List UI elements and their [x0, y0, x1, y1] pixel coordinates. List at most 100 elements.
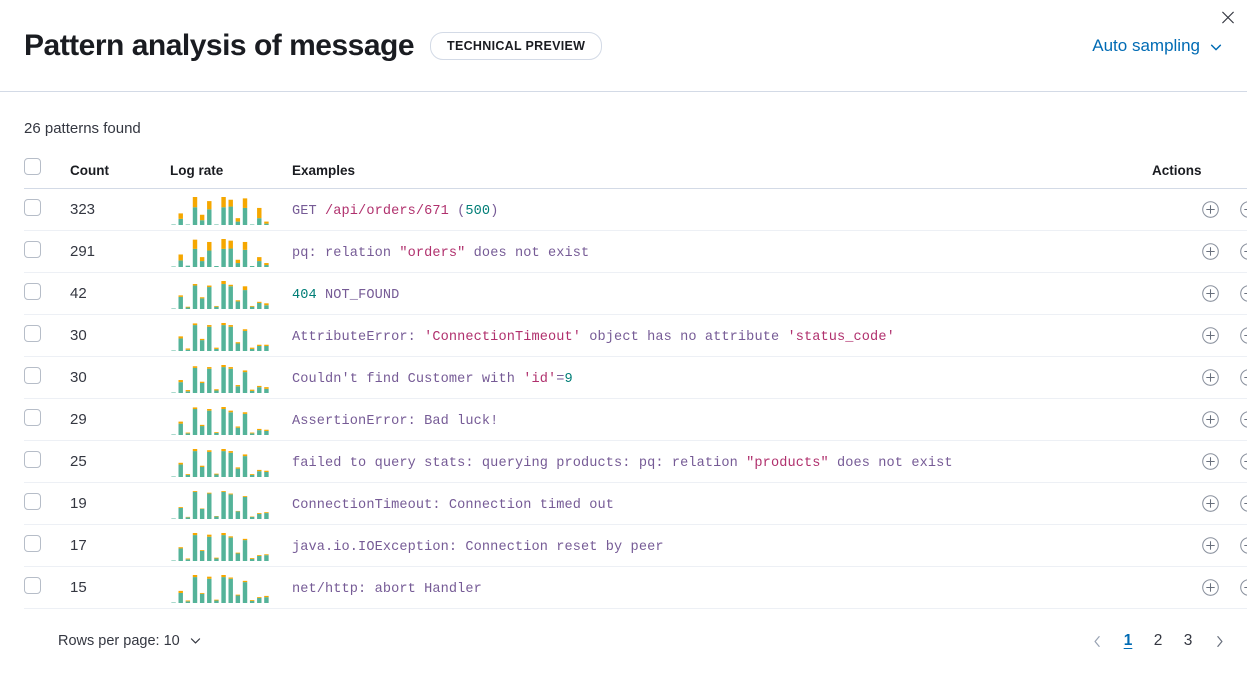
row-log-rate-sparkline [170, 314, 292, 357]
token-plain: does not exist [465, 245, 590, 261]
row-select-cell [24, 230, 70, 273]
row-checkbox[interactable] [24, 450, 41, 468]
token-plain: NOT_FOUND [316, 287, 400, 303]
flyout-body: 26 patterns found Count Log rate Example… [0, 92, 1247, 655]
token-num: 404 [292, 287, 317, 303]
row-actions [1152, 452, 1247, 472]
filter-for-value-button[interactable] [1200, 284, 1220, 304]
token-plain: Couldn't find Customer with [292, 371, 524, 387]
row-example-message: GET /api/orders/671 (500) [292, 188, 1152, 231]
token-plain: = [556, 371, 565, 387]
filter-for-value-button[interactable] [1200, 536, 1220, 556]
page-number-2[interactable]: 2 [1145, 627, 1171, 655]
filter-for-value-button[interactable] [1200, 242, 1220, 262]
flyout-header: Pattern analysis of message TECHNICAL PR… [0, 0, 1247, 92]
row-checkbox[interactable] [24, 492, 41, 510]
page-number-3[interactable]: 3 [1175, 627, 1201, 655]
row-count: 25 [70, 440, 170, 483]
row-actions-cell [1152, 230, 1247, 273]
row-example-message: AssertionError: Bad luck! [292, 398, 1152, 441]
row-checkbox[interactable] [24, 240, 41, 258]
row-select-cell [24, 440, 70, 483]
token-plain: AttributeError: [292, 329, 425, 345]
table-row[interactable]: 17 java.io.IOException: Connection reset … [24, 524, 1247, 567]
filter-out-value-button[interactable] [1238, 200, 1247, 220]
rows-per-page-label: Rows per page: 10 [58, 633, 180, 649]
row-log-rate-sparkline [170, 356, 292, 399]
token-plain: net/http: abort Handler [292, 581, 482, 597]
filter-out-value-button[interactable] [1238, 326, 1247, 346]
row-count: 30 [70, 314, 170, 357]
filter-out-value-button[interactable] [1238, 242, 1247, 262]
row-checkbox[interactable] [24, 282, 41, 300]
next-page-button[interactable] [1205, 627, 1233, 655]
close-icon[interactable] [1215, 4, 1241, 30]
table-row[interactable]: 15 net/http: abort Handler [24, 566, 1247, 609]
row-count: 17 [70, 524, 170, 567]
filter-for-value-button[interactable] [1200, 452, 1220, 472]
row-example-message: net/http: abort Handler [292, 566, 1152, 609]
rows-per-page-selector[interactable]: Rows per page: 10 [34, 633, 203, 649]
row-actions [1152, 494, 1247, 514]
row-checkbox[interactable] [24, 408, 41, 426]
select-all-checkbox[interactable] [24, 158, 41, 175]
filter-for-value-button[interactable] [1200, 326, 1220, 346]
row-count: 42 [70, 272, 170, 315]
filter-for-value-button[interactable] [1200, 494, 1220, 514]
row-actions-cell [1152, 398, 1247, 441]
column-header-count[interactable]: Count [70, 158, 170, 189]
row-checkbox[interactable] [24, 198, 41, 216]
auto-sampling-button[interactable]: Auto sampling [1092, 36, 1223, 56]
row-example-message: 404 NOT_FOUND [292, 272, 1152, 315]
filter-for-value-button[interactable] [1200, 200, 1220, 220]
token-str: 'ConnectionTimeout' [424, 329, 582, 345]
filter-for-value-button[interactable] [1200, 578, 1220, 598]
row-example-message: java.io.IOException: Connection reset by… [292, 524, 1152, 567]
token-plain: ConnectionTimeout: Connection timed out [292, 497, 615, 513]
table-row[interactable]: 25 failed to query stats: querying produc… [24, 440, 1247, 483]
row-checkbox[interactable] [24, 576, 41, 594]
column-header-actions: Actions [1152, 158, 1247, 189]
row-actions-cell [1152, 524, 1247, 567]
table-header: Count Log rate Examples Actions [24, 158, 1247, 189]
row-log-rate-sparkline [170, 272, 292, 315]
row-checkbox[interactable] [24, 366, 41, 384]
row-select-cell [24, 272, 70, 315]
row-checkbox[interactable] [24, 534, 41, 552]
row-count: 15 [70, 566, 170, 609]
row-checkbox[interactable] [24, 324, 41, 342]
table-row[interactable]: 42 404 NOT_FOUND [24, 272, 1247, 315]
row-select-cell [24, 482, 70, 525]
previous-page-button[interactable] [1083, 627, 1111, 655]
chevron-down-icon [1209, 39, 1223, 53]
filter-out-value-button[interactable] [1238, 494, 1247, 514]
row-actions [1152, 200, 1247, 220]
row-actions [1152, 578, 1247, 598]
filter-out-value-button[interactable] [1238, 410, 1247, 430]
column-header-log-rate[interactable]: Log rate [170, 158, 292, 189]
filter-out-value-button[interactable] [1238, 452, 1247, 472]
row-actions [1152, 410, 1247, 430]
filter-out-value-button[interactable] [1238, 578, 1247, 598]
filter-out-value-button[interactable] [1238, 536, 1247, 556]
filter-for-value-button[interactable] [1200, 410, 1220, 430]
filter-out-value-button[interactable] [1238, 284, 1247, 304]
page-number-1[interactable]: 1 [1115, 627, 1141, 655]
row-actions-cell [1152, 272, 1247, 315]
row-log-rate-sparkline [170, 566, 292, 609]
filter-out-value-button[interactable] [1238, 368, 1247, 388]
token-plain: failed to query stats: querying products… [292, 455, 747, 471]
row-select-cell [24, 524, 70, 567]
filter-for-value-button[interactable] [1200, 368, 1220, 388]
column-header-examples[interactable]: Examples [292, 158, 1152, 189]
patterns-found-label: 26 patterns found [24, 120, 141, 137]
